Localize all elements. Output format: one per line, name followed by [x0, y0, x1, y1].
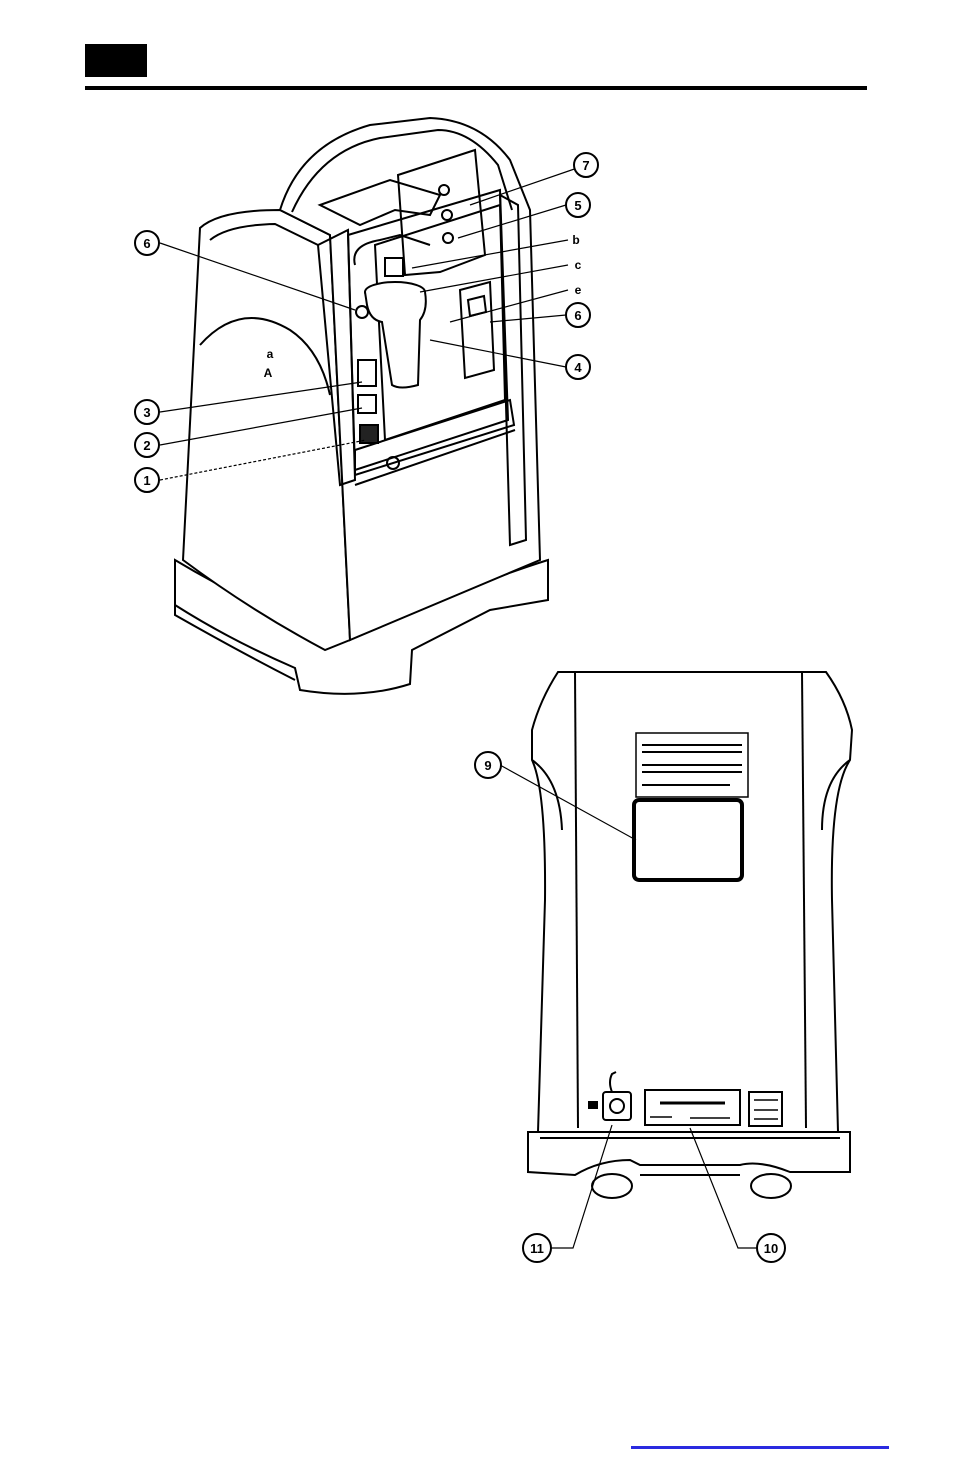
svg-text:10: 10 — [764, 1241, 778, 1256]
svg-text:5: 5 — [574, 198, 581, 213]
svg-text:3: 3 — [143, 405, 150, 420]
callout-5: 5 — [566, 193, 590, 217]
concentrator-front-view — [175, 118, 548, 694]
callout-4: 4 — [566, 355, 590, 379]
svg-text:7: 7 — [582, 158, 589, 173]
letter-c: c — [575, 258, 582, 272]
svg-text:6: 6 — [574, 308, 581, 323]
letter-e: e — [575, 283, 582, 297]
callout-6-side: 6 — [566, 303, 590, 327]
concentrator-rear-view — [528, 672, 852, 1198]
callout-2: 2 — [135, 433, 159, 457]
callout-3: 3 — [135, 400, 159, 424]
svg-text:6: 6 — [143, 236, 150, 251]
svg-text:1: 1 — [143, 473, 150, 488]
letter-A: A — [264, 366, 273, 380]
callout-1: 1 — [135, 468, 159, 492]
svg-text:9: 9 — [484, 758, 491, 773]
footer-link-underline[interactable] — [631, 1446, 889, 1449]
letter-a: a — [267, 347, 274, 361]
callout-7: 7 — [574, 153, 598, 177]
callout-11: 11 — [523, 1234, 551, 1262]
callout-10: 10 — [757, 1234, 785, 1262]
callout-6-front: 6 — [135, 231, 159, 255]
callout-9: 9 — [475, 752, 501, 778]
svg-text:11: 11 — [530, 1241, 544, 1256]
svg-text:4: 4 — [574, 360, 582, 375]
svg-text:2: 2 — [143, 438, 150, 453]
letter-b: b — [572, 233, 579, 247]
header-rule — [85, 86, 867, 90]
header-block — [85, 44, 147, 77]
